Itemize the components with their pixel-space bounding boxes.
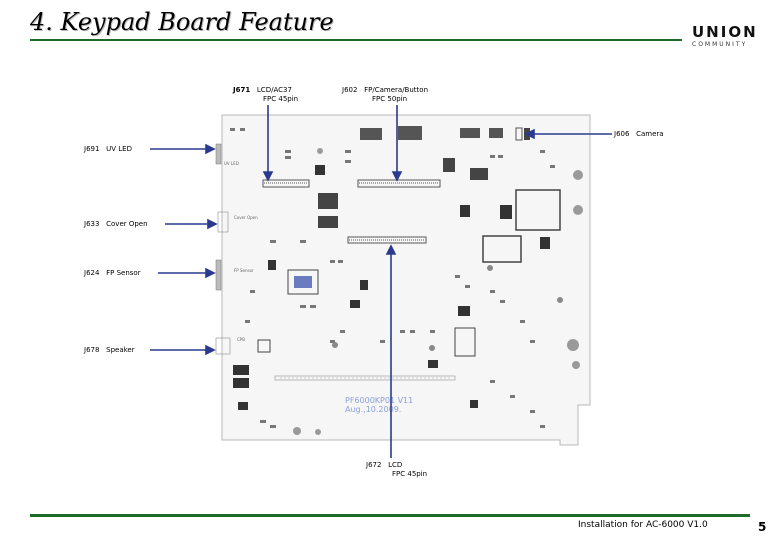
ic-chip (454, 327, 476, 357)
silk-fp-sensor: FP Sensor (234, 268, 254, 273)
label-j671-id: J671 (233, 86, 251, 94)
label-j672: J672 LCD FPC 45pin (366, 461, 427, 479)
connector-j624 (215, 259, 222, 291)
label-j691-id: J691 (84, 145, 100, 153)
bottom-strip (274, 375, 456, 381)
connector-j606 (515, 127, 523, 141)
label-j624: J624 FP Sensor (84, 269, 141, 278)
ic-chip (470, 400, 478, 408)
mount-hole (572, 361, 580, 369)
label-j633-name: Cover Open (106, 220, 148, 228)
union-community-logo: UNION COMMUNITY (692, 24, 764, 48)
footer-text: Installation for AC-6000 V1.0 (578, 520, 708, 530)
label-j691-name: UV LED (106, 145, 132, 153)
label-j624-id: J624 (84, 269, 100, 277)
ic-chip (470, 168, 488, 180)
label-j606: J606 Camera (614, 130, 664, 139)
silk-board-name: PF6000KP01 V11 (345, 396, 413, 405)
label-j671: J671 LCD/AC37 FPC 45pin (233, 86, 298, 104)
mount-hole (567, 339, 579, 351)
label-j633-id: J633 (84, 220, 100, 228)
ic-chip (287, 269, 319, 295)
ic-chip (428, 360, 438, 368)
mount-hole (315, 429, 321, 435)
ic-chip (360, 280, 368, 290)
label-j633: J633 Cover Open (84, 220, 148, 229)
ic-chip (233, 365, 249, 375)
ic-chip (398, 126, 422, 140)
logo-main-text: UNION (692, 23, 758, 41)
silk-uv-led: UV LED (224, 161, 239, 166)
ic-chip (318, 216, 338, 228)
ic-chip (515, 189, 561, 231)
ic-chip (315, 165, 325, 175)
ic-chip (443, 158, 455, 172)
ic-chip (268, 260, 276, 270)
connector-j671 (262, 179, 310, 188)
label-j678-name: Speaker (106, 346, 135, 354)
label-j624-name: FP Sensor (106, 269, 141, 277)
ic-chip (294, 276, 312, 288)
ic-chip (233, 378, 249, 388)
ic-chip (482, 235, 522, 263)
ic-chip (460, 128, 480, 138)
label-j672-name: LCD (388, 461, 403, 469)
label-j672-id: J672 (366, 461, 382, 469)
connector-j672 (347, 236, 427, 244)
title-underline (30, 39, 682, 41)
label-j671-name: LCD/AC37 (256, 86, 292, 94)
silk-cpb: CPB (237, 337, 245, 342)
ic-chip (460, 205, 470, 217)
silk-board-date: Aug.,10.2009. (345, 405, 401, 414)
connector-j633 (217, 211, 229, 233)
pcb-outline (221, 114, 591, 446)
mount-hole (293, 427, 301, 435)
label-j602-name: FP/Camera/Button (364, 86, 429, 94)
label-j691: J691 UV LED (84, 145, 132, 154)
label-j671-spec: FPC 45pin (263, 95, 299, 103)
ic-chip (257, 339, 271, 353)
connector-j602 (357, 179, 441, 188)
label-j602-spec: FPC 50pin (372, 95, 408, 103)
label-j606-name: Camera (636, 130, 664, 138)
mount-hole (573, 170, 583, 180)
ic-chip (318, 193, 338, 209)
label-j606-id: J606 (614, 130, 630, 138)
ic-chip (500, 205, 512, 219)
logo-sub-text: COMMUNITY (692, 41, 748, 48)
connector-j691 (215, 143, 222, 165)
ic-chip (489, 128, 503, 138)
label-j678-id: J678 (84, 346, 100, 354)
label-j602-id: J602 (342, 86, 358, 94)
page-number: 5 (758, 520, 767, 534)
slide-title: 4. Keypad Board Feature (30, 8, 334, 36)
connector-j678 (215, 337, 231, 355)
silk-cover-open: Cover Open (234, 215, 258, 220)
label-j602: J602 FP/Camera/Button FPC 50pin (342, 86, 428, 104)
ic-chip (540, 237, 550, 249)
ic-chip (458, 306, 470, 316)
label-j678: J678 Speaker (84, 346, 135, 355)
footer-rule (30, 514, 750, 517)
mount-hole (573, 205, 583, 215)
label-j672-spec: FPC 45pin (392, 470, 428, 478)
ic-chip (238, 402, 248, 410)
mount-hole (317, 148, 323, 154)
ic-chip (350, 300, 360, 308)
ic-chip (360, 128, 382, 140)
